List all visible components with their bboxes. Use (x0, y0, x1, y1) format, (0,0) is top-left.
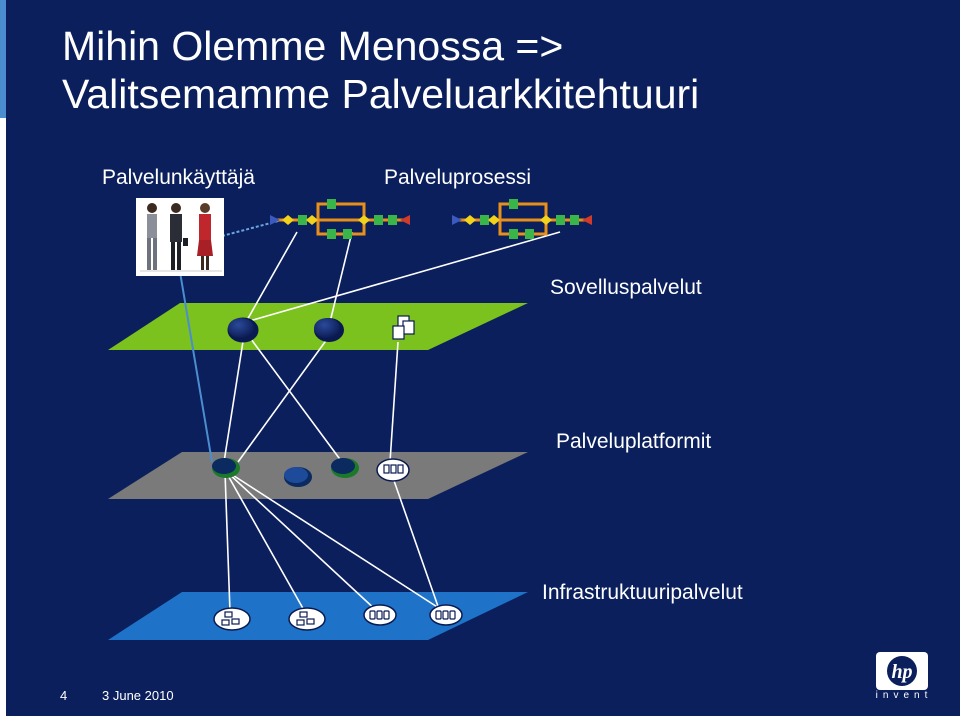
page-number: 4 (60, 688, 68, 703)
label-application-services: Sovelluspalvelut (550, 276, 702, 299)
label-service-platforms: Palveluplatformit (556, 430, 712, 453)
logo-mark: hp (891, 661, 912, 683)
network-icon (288, 607, 326, 631)
process-steps (452, 199, 592, 239)
title-line-2: Valitsemamme Palveluarkkitehtuuri (62, 71, 700, 117)
title-line-1: Mihin Olemme Menossa => (62, 23, 564, 69)
process-steps (270, 199, 410, 239)
label-service-process: Palveluprosessi (384, 166, 532, 189)
people-icon (136, 198, 224, 276)
platform-node-icon (212, 458, 240, 478)
left-edge-accent (0, 0, 6, 118)
platform-node-icon (284, 467, 312, 487)
hp-logo-icon: hp (876, 652, 928, 690)
service-node-icon (227, 317, 259, 343)
storage-icon (429, 604, 463, 626)
server-icon (376, 458, 410, 482)
footer-date: 3 June 2010 (102, 688, 174, 703)
platform-layer (108, 452, 528, 499)
platform-node-icon (331, 458, 359, 478)
label-service-user: Palvelunkäyttäjä (102, 166, 255, 189)
user-link-line (179, 271, 213, 463)
service-node-icon (314, 318, 344, 342)
label-infrastructure-services: Infrastruktuuripalvelut (542, 581, 743, 604)
slide-title: Mihin Olemme Menossa => Valitsemamme Pal… (62, 22, 922, 118)
connector-lines (223, 231, 561, 613)
documents-icon (392, 315, 415, 340)
left-edge-bar (0, 0, 6, 716)
network-icon (213, 607, 251, 631)
logo-tagline: invent (875, 690, 933, 701)
storage-icon (363, 604, 397, 626)
